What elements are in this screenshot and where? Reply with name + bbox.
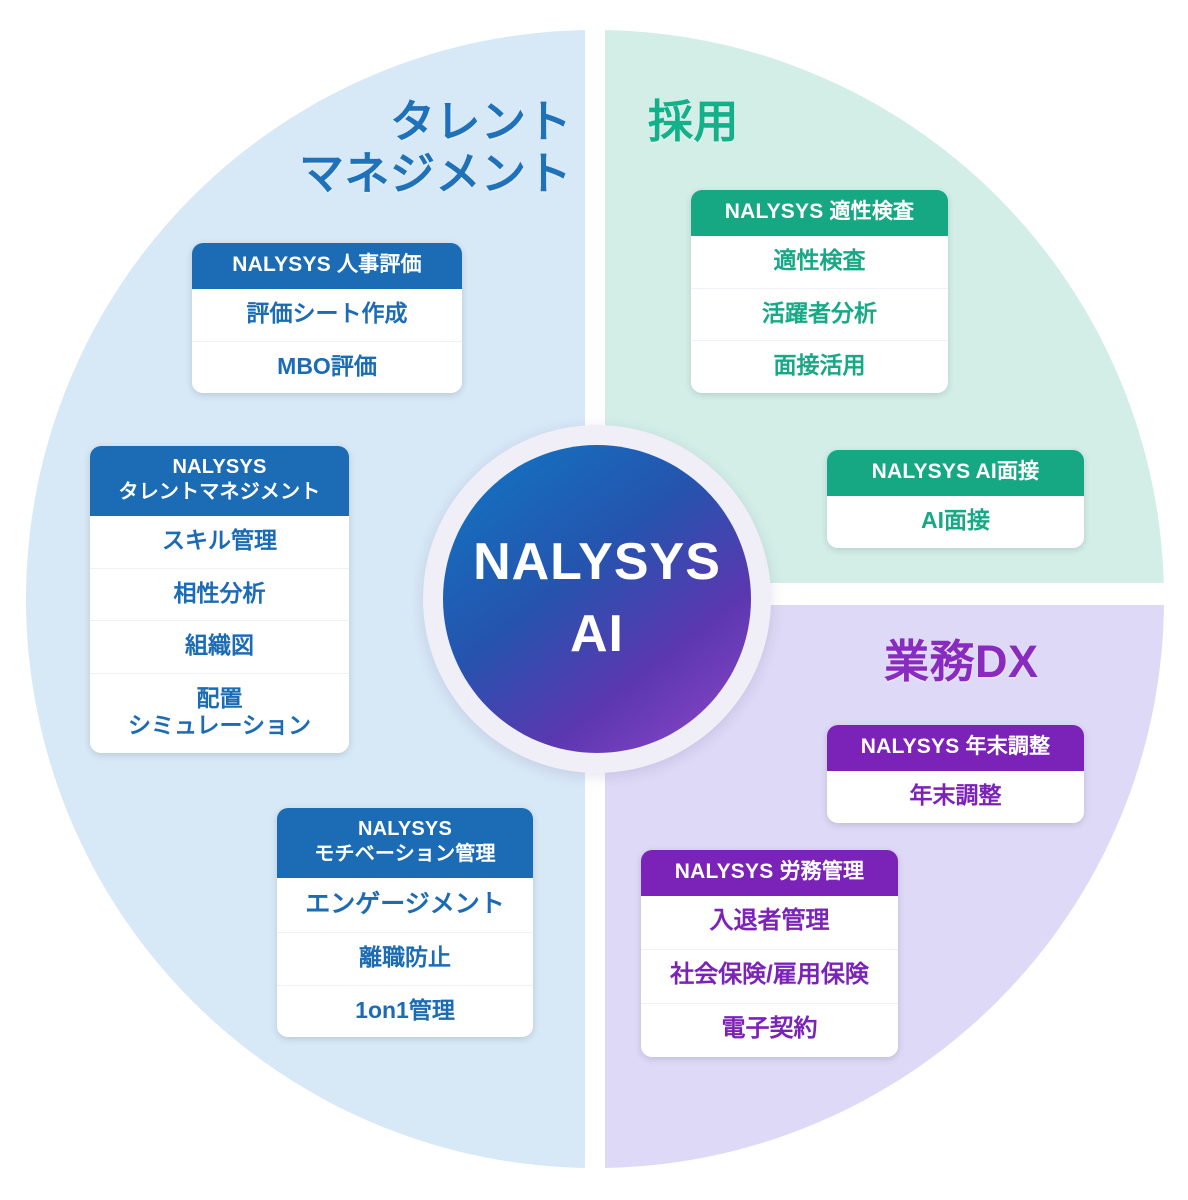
list-item[interactable]: 組織図 bbox=[90, 620, 349, 673]
list-item[interactable]: 相性分析 bbox=[90, 567, 349, 621]
card-labor-management-rows: 入退者管理 社会保険/雇用保険 電子契約 bbox=[641, 896, 898, 1057]
center-hub-circle: NALYSYS AI bbox=[443, 445, 751, 753]
center-hub: NALYSYS AI bbox=[423, 425, 771, 773]
list-item[interactable]: 活躍者分析 bbox=[691, 287, 948, 341]
card-hr-eval[interactable]: NALYSYS 人事評価 評価シート作成 MBO評価 bbox=[192, 243, 462, 394]
list-item[interactable]: エンゲージメント bbox=[305, 890, 505, 918]
card-motivation-management-rows: エンゲージメント 離職防止 1on1管理 bbox=[277, 878, 533, 1038]
card-aptitude-test-header: NALYSYS 適性検査 bbox=[691, 190, 948, 237]
card-labor-management[interactable]: NALYSYS 労務管理 入退者管理 社会保険/雇用保険 電子契約 bbox=[641, 850, 898, 1057]
list-item[interactable]: スキル管理 bbox=[162, 527, 277, 553]
card-motivation-management-header: NALYSYS モチベーション管理 bbox=[277, 808, 533, 878]
card-ai-interview-rows: AI面接 bbox=[827, 496, 1084, 548]
list-item[interactable]: 社会保険/雇用保険 bbox=[641, 949, 898, 1003]
center-hub-label: NALYSYS AI bbox=[473, 533, 721, 663]
card-ai-interview-header: NALYSYS AI面接 bbox=[827, 450, 1084, 497]
card-hr-eval-header: NALYSYS 人事評価 bbox=[192, 243, 462, 290]
card-ai-interview[interactable]: NALYSYS AI面接 AI面接 bbox=[827, 450, 1084, 548]
list-item[interactable]: 評価シート作成 bbox=[246, 300, 408, 327]
list-item[interactable]: 離職防止 bbox=[277, 932, 533, 985]
card-year-end-adjustment-header: NALYSYS 年末調整 bbox=[827, 725, 1084, 772]
card-talent-management-rows: スキル管理 相性分析 組織図 配置 シミュレーション bbox=[90, 516, 349, 753]
list-item[interactable]: AI面接 bbox=[921, 507, 990, 534]
card-year-end-adjustment-rows: 年末調整 bbox=[827, 771, 1084, 823]
card-aptitude-test[interactable]: NALYSYS 適性検査 適性検査 活躍者分析 面接活用 bbox=[691, 190, 948, 394]
list-item[interactable]: 年末調整 bbox=[909, 782, 1002, 809]
segment-title-recruit: 採用 bbox=[648, 96, 740, 147]
list-item[interactable]: MBO評価 bbox=[192, 340, 462, 394]
card-talent-management-header: NALYSYS タレントマネジメント bbox=[90, 446, 349, 516]
list-item[interactable]: 適性検査 bbox=[773, 247, 866, 274]
segment-title-talent: タレント マネジメント bbox=[298, 96, 572, 199]
list-item[interactable]: 1on1管理 bbox=[277, 984, 533, 1038]
card-labor-management-header: NALYSYS 労務管理 bbox=[641, 850, 898, 897]
list-item[interactable]: 面接活用 bbox=[691, 340, 948, 393]
list-item[interactable]: 配置 シミュレーション bbox=[90, 672, 349, 753]
list-item[interactable]: 入退者管理 bbox=[709, 907, 830, 935]
card-motivation-management[interactable]: NALYSYS モチベーション管理 エンゲージメント 離職防止 1on1管理 bbox=[277, 808, 533, 1038]
card-year-end-adjustment[interactable]: NALYSYS 年末調整 年末調整 bbox=[827, 725, 1084, 823]
card-hr-eval-rows: 評価シート作成 MBO評価 bbox=[192, 289, 462, 394]
list-item[interactable]: 電子契約 bbox=[641, 1002, 898, 1057]
card-talent-management[interactable]: NALYSYS タレントマネジメント スキル管理 相性分析 組織図 配置 シミュ… bbox=[90, 446, 349, 753]
segment-title-dx: 業務DX bbox=[884, 636, 1039, 687]
card-aptitude-test-rows: 適性検査 活躍者分析 面接活用 bbox=[691, 236, 948, 394]
